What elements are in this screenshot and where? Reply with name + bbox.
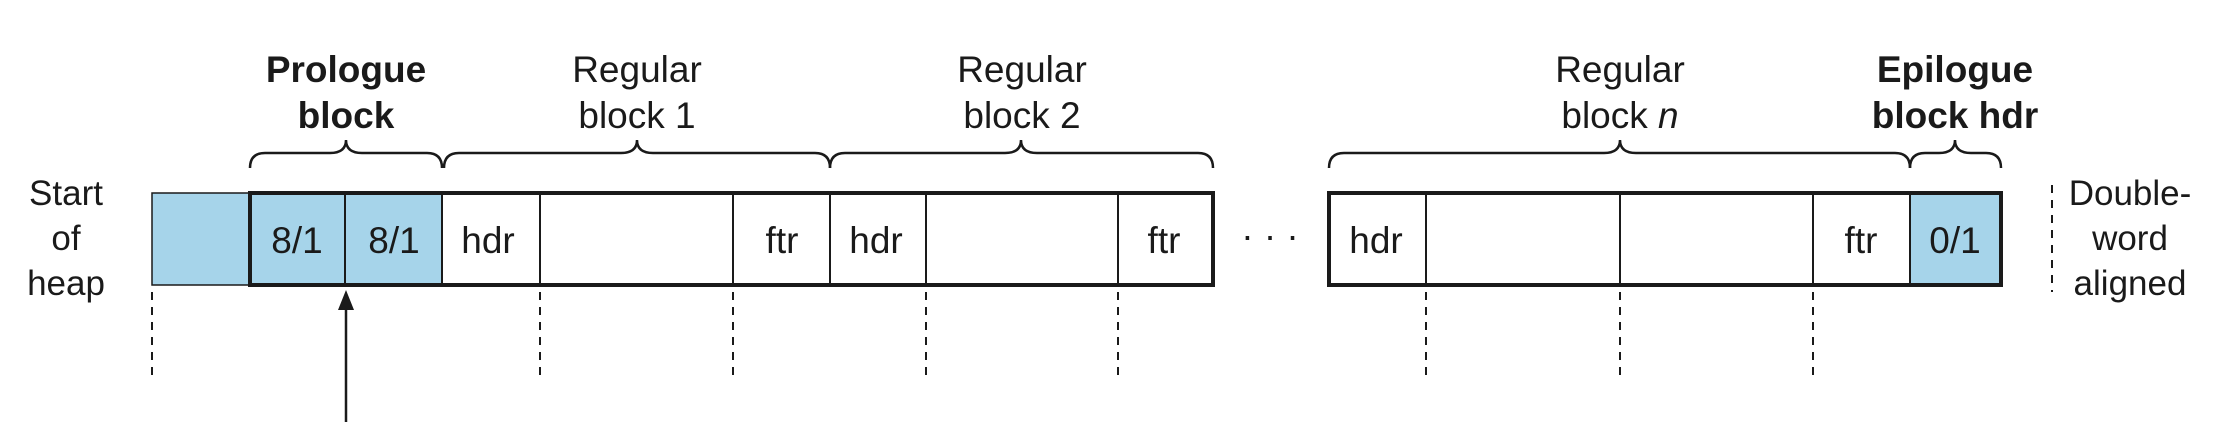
start-of-heap-line3: heap	[27, 264, 105, 303]
prologue-header-cell: 8/1	[271, 220, 322, 261]
padding-outline	[151, 192, 250, 286]
heap-segment-right	[1327, 191, 2003, 287]
regular-block-n-label-line1: Regular	[1555, 49, 1685, 90]
regular-block-n-label-text: block	[1561, 95, 1658, 136]
regular-block-n-label-var: n	[1658, 95, 1679, 136]
regular-block-2-footer-cell: ftr	[1148, 220, 1181, 261]
prologue-brace	[248, 139, 444, 169]
heap-segment-left	[248, 191, 1215, 287]
regular-block-1-label: Regular block 1	[572, 49, 702, 136]
regular-block-1-label-line2: block 1	[578, 95, 695, 136]
regular-block-1-header-cell: hdr	[461, 220, 514, 261]
epilogue-label-line2: block hdr	[1872, 95, 2039, 136]
regular-block-1-footer-cell: ftr	[766, 220, 799, 261]
regular-block-2-brace	[828, 139, 1215, 169]
start-of-heap-label: Start of heap	[27, 174, 105, 303]
ellipsis-gap: · · ·	[1241, 215, 1299, 256]
alignment-markers	[151, 185, 2053, 382]
prologue-label-line2: block	[298, 95, 395, 136]
double-word-aligned-line3: aligned	[2074, 264, 2187, 303]
epilogue-brace	[1908, 139, 2003, 169]
epilogue-header-cell: 0/1	[1929, 220, 1980, 261]
regular-block-n-label: Regular block n	[1555, 49, 1685, 136]
prologue-footer-cell: 8/1	[368, 220, 419, 261]
regular-block-2-label-line1: Regular	[957, 49, 1087, 90]
regular-block-n-brace	[1327, 139, 1912, 169]
epilogue-block-fill	[1910, 193, 2001, 285]
start-of-heap-line1: Start	[29, 174, 103, 213]
regular-block-n-label-line2: block n	[1561, 95, 1678, 136]
arrow-head	[338, 290, 354, 310]
double-word-aligned-line1: Double-	[2069, 174, 2192, 213]
regular-block-2-label-line2: block 2	[963, 95, 1080, 136]
epilogue-label-line1: Epilogue	[1877, 49, 2033, 90]
initial-padding-word	[152, 193, 248, 285]
double-word-aligned-line2: word	[2091, 219, 2168, 258]
regular-block-2-label: Regular block 2	[957, 49, 1087, 136]
prologue-label: Prologue block	[266, 49, 426, 136]
epilogue-label: Epilogue block hdr	[1872, 49, 2039, 136]
heap-listp-arrow	[338, 290, 354, 422]
prologue-label-line1: Prologue	[266, 49, 426, 90]
regular-block-2-header-cell: hdr	[849, 220, 902, 261]
regular-block-n-header-cell: hdr	[1349, 220, 1402, 261]
regular-block-1-brace	[442, 139, 832, 169]
start-of-heap-line2: of	[51, 219, 80, 258]
double-word-aligned-label: Double- word aligned	[2069, 174, 2192, 303]
regular-block-n-footer-cell: ftr	[1845, 220, 1878, 261]
regular-block-1-label-line1: Regular	[572, 49, 702, 90]
